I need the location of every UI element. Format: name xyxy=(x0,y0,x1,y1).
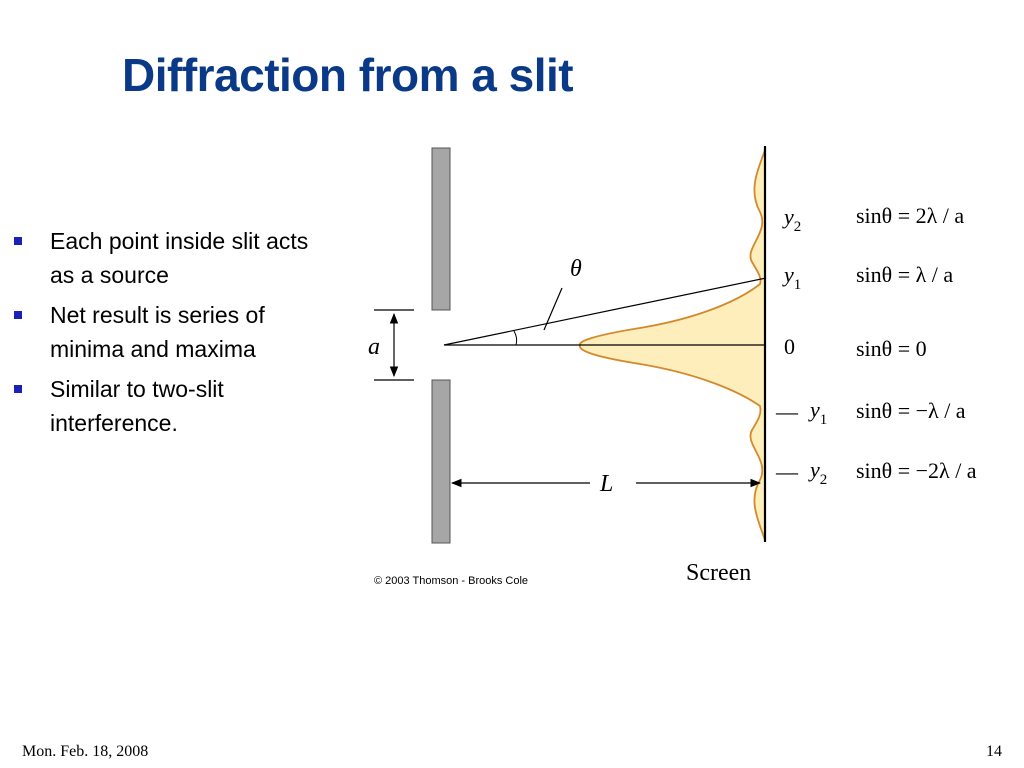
fringe-position: y2 xyxy=(808,457,827,488)
fringe-row: — y1 sinθ = −λ / a xyxy=(775,397,966,428)
fringe-position: 0 xyxy=(784,334,795,359)
bullet-text: Similar to two-slit interference. xyxy=(50,376,224,436)
fringe-row: y1 sinθ = λ / a xyxy=(782,262,953,293)
diffraction-ray xyxy=(443,277,767,346)
bullet-square-icon xyxy=(14,237,22,245)
theta-pointer xyxy=(543,287,563,331)
bullet-list: Each point inside slit acts as a source … xyxy=(14,224,334,446)
bullet-item: Net result is series of minima and maxim… xyxy=(14,298,334,366)
fringe-position: y1 xyxy=(782,262,801,293)
fringe-row: — y2 sinθ = −2λ / a xyxy=(775,457,977,488)
fringe-position: y1 xyxy=(808,397,827,428)
copyright-text: © 2003 Thomson - Brooks Cole xyxy=(374,575,528,587)
fringe-dash: — xyxy=(775,399,799,424)
fringe-var: y xyxy=(808,457,820,482)
screen-label: Screen xyxy=(686,560,751,586)
bullet-item: Similar to two-slit interference. xyxy=(14,372,334,440)
bullet-text: Each point inside slit acts as a source xyxy=(50,228,309,288)
fringe-formula: sinθ = 2λ / a xyxy=(856,203,964,228)
bullet-square-icon xyxy=(14,311,22,319)
L-label: L xyxy=(599,471,613,497)
fringe-var: y xyxy=(782,204,794,229)
fringe-formula: sinθ = −λ / a xyxy=(856,398,966,423)
fringe-var: 0 xyxy=(784,334,795,359)
fringe-sub: 1 xyxy=(820,412,828,428)
a-label: a xyxy=(368,334,380,360)
fringe-sub: 2 xyxy=(794,219,802,235)
fringe-var: y xyxy=(808,397,820,422)
fringe-formula: sinθ = 0 xyxy=(856,336,927,361)
fringe-row: y2 sinθ = 2λ / a xyxy=(782,203,964,235)
bullet-text: Net result is series of minima and maxim… xyxy=(50,302,265,362)
bullet-item: Each point inside slit acts as a source xyxy=(14,224,334,292)
fringe-formula: sinθ = −2λ / a xyxy=(856,458,977,483)
fringe-formula: sinθ = λ / a xyxy=(856,262,953,287)
page-number: 14 xyxy=(986,743,1002,760)
footer-date: Mon. Feb. 18, 2008 xyxy=(22,743,149,760)
fringe-sub: 1 xyxy=(794,277,802,293)
upper-barrier xyxy=(431,147,451,311)
theta-label: θ xyxy=(570,256,582,282)
fringe-sub: 2 xyxy=(820,472,828,488)
fringe-dash: — xyxy=(775,459,799,484)
slide-title: Diffraction from a slit xyxy=(122,49,574,101)
fringe-position: y2 xyxy=(782,204,801,235)
fringe-var: y xyxy=(782,262,794,287)
fringe-row: 0 sinθ = 0 xyxy=(784,334,927,361)
bullet-square-icon xyxy=(14,385,22,393)
lower-barrier xyxy=(431,379,451,544)
theta-arc xyxy=(513,330,518,346)
